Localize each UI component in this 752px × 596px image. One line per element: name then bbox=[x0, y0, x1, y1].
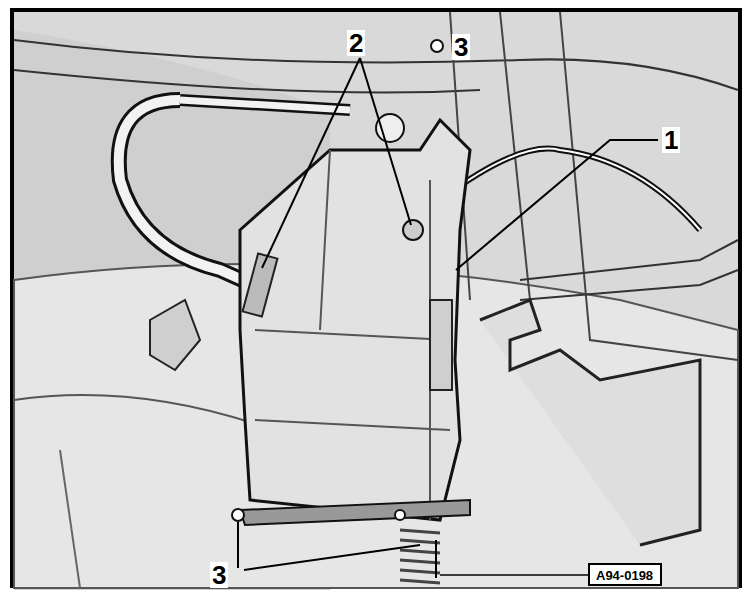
figure-number-box: A94-0198 bbox=[588, 563, 662, 586]
callout-number: 3 bbox=[452, 34, 470, 60]
callout-number: 1 bbox=[662, 127, 680, 153]
callout-number: 3 bbox=[210, 562, 228, 588]
callout-number: 2 bbox=[347, 30, 365, 56]
figure-number: A94-0198 bbox=[596, 569, 654, 582]
